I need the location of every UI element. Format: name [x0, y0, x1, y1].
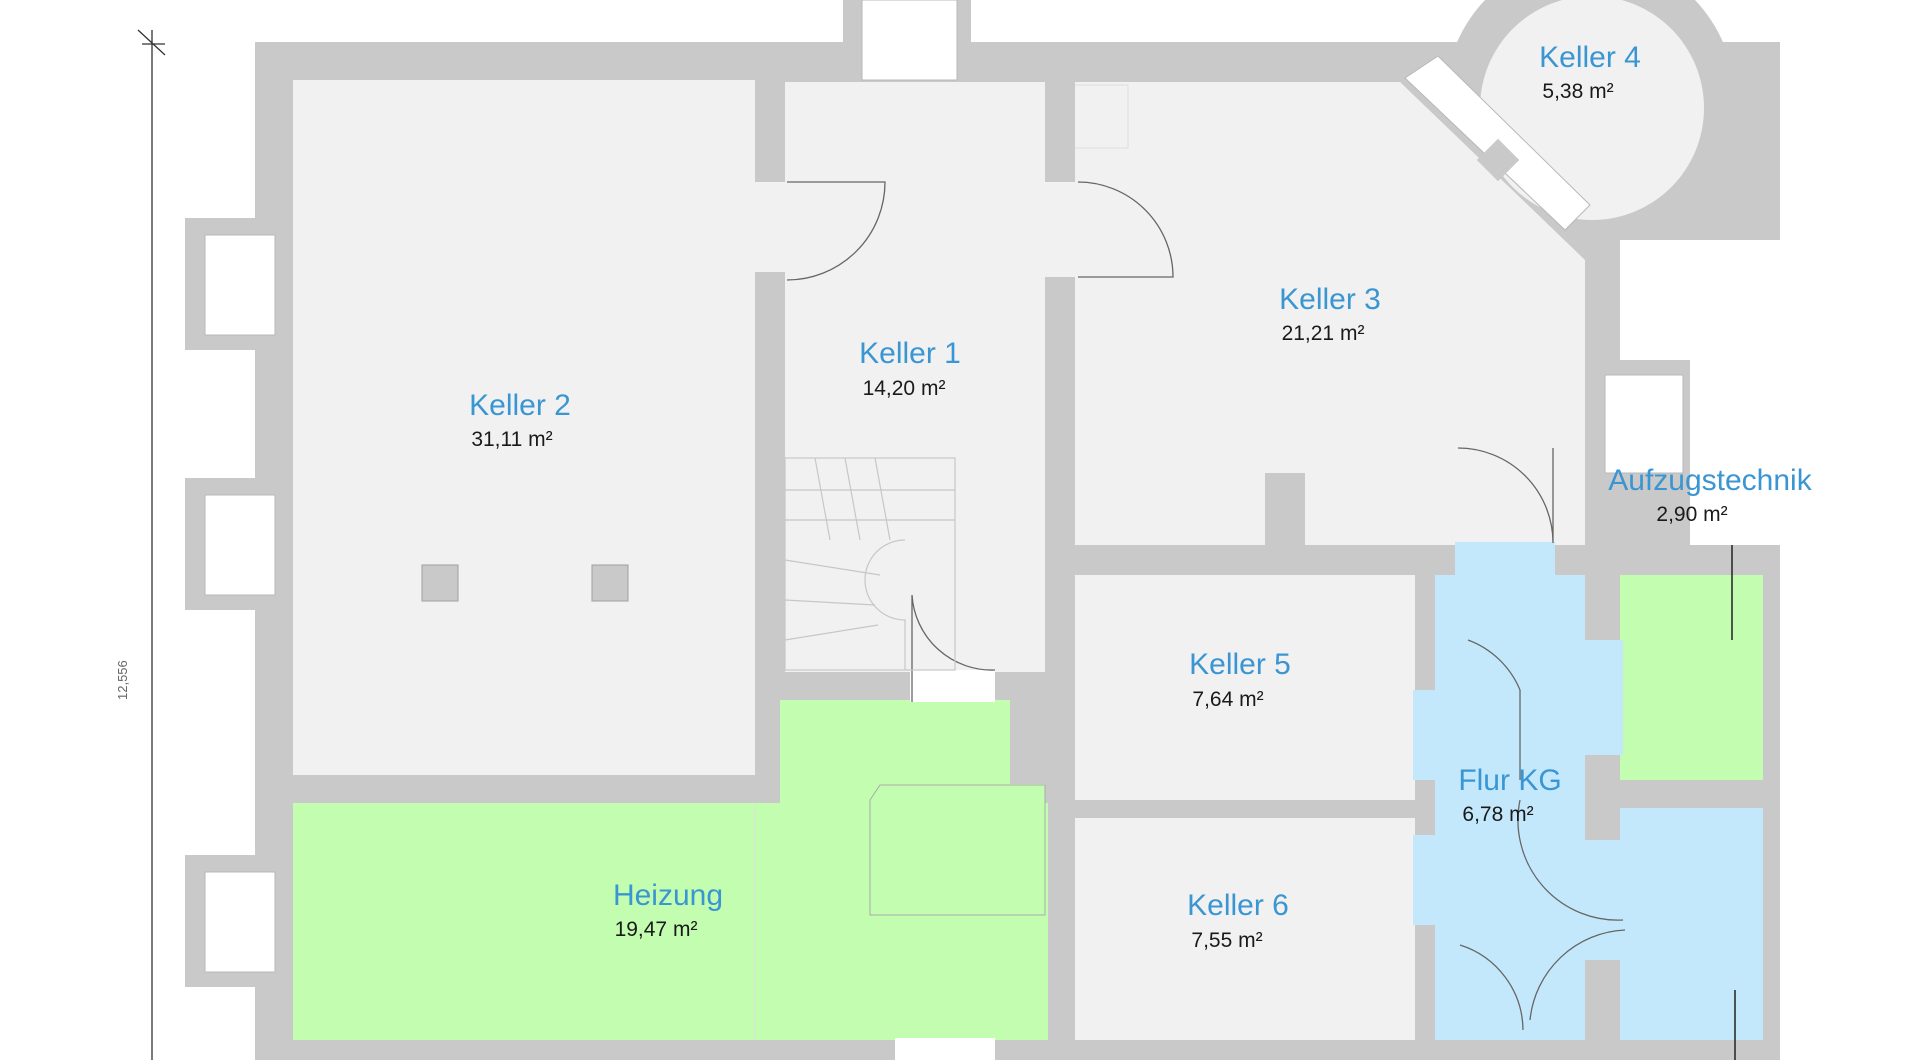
label-keller5-name: Keller 5	[1189, 648, 1291, 681]
door-openings	[755, 182, 1623, 1060]
exterior-cutouts	[255, 0, 1920, 1060]
label-keller6-name: Keller 6	[1187, 889, 1289, 922]
rooms	[293, 0, 1763, 1040]
room-keller3	[1075, 82, 1585, 545]
label-flur-area: 6,78 m²	[1462, 803, 1533, 826]
label-aufzug-area: 2,90 m²	[1656, 503, 1727, 526]
room-keller2	[293, 80, 755, 775]
label-keller5-area: 7,64 m²	[1192, 688, 1263, 711]
label-keller3-name: Keller 3	[1279, 283, 1381, 316]
room-keller4	[1480, 0, 1704, 220]
room-heizung-left	[293, 803, 1048, 1040]
room-labels: Keller 2 31,11 m² Keller 1 14,20 m² Kell…	[469, 41, 1813, 952]
room-keller1	[785, 82, 1045, 672]
door-swings	[786, 181, 1626, 1031]
label-keller2-area: 31,11 m²	[471, 428, 552, 451]
room-flur-right	[1620, 808, 1763, 1040]
label-heizung-area: 19,47 m²	[615, 918, 698, 941]
label-aufzug-name: Aufzugstechnik	[1608, 464, 1812, 497]
label-flur-name: Flur KG	[1458, 764, 1561, 797]
leader-lines	[1731, 545, 1736, 1060]
windows	[204, 0, 1684, 973]
label-keller2-name: Keller 2	[469, 389, 571, 422]
room-flur	[1435, 575, 1585, 1040]
room-separators	[754, 84, 1129, 1040]
label-heizung-name: Heizung	[613, 879, 723, 912]
label-keller4-name: Keller 4	[1539, 41, 1641, 74]
room-heizung-upper	[780, 700, 1045, 805]
heater-outline	[869, 784, 1046, 916]
label-keller4-area: 5,38 m²	[1542, 80, 1613, 103]
label-keller3-area: 21,21 m²	[1282, 322, 1365, 345]
staircase	[784, 457, 956, 671]
room-keller5	[1075, 575, 1415, 800]
pillars	[421, 473, 1305, 784]
dimension-line	[137, 29, 166, 1060]
dimension-label: 12,556	[115, 660, 130, 700]
room-keller6	[1075, 818, 1415, 1040]
label-keller1-name: Keller 1	[859, 337, 961, 370]
room-aufzug	[1620, 575, 1763, 780]
label-keller1-area: 14,20 m²	[863, 377, 946, 400]
label-keller6-area: 7,55 m²	[1191, 929, 1262, 952]
